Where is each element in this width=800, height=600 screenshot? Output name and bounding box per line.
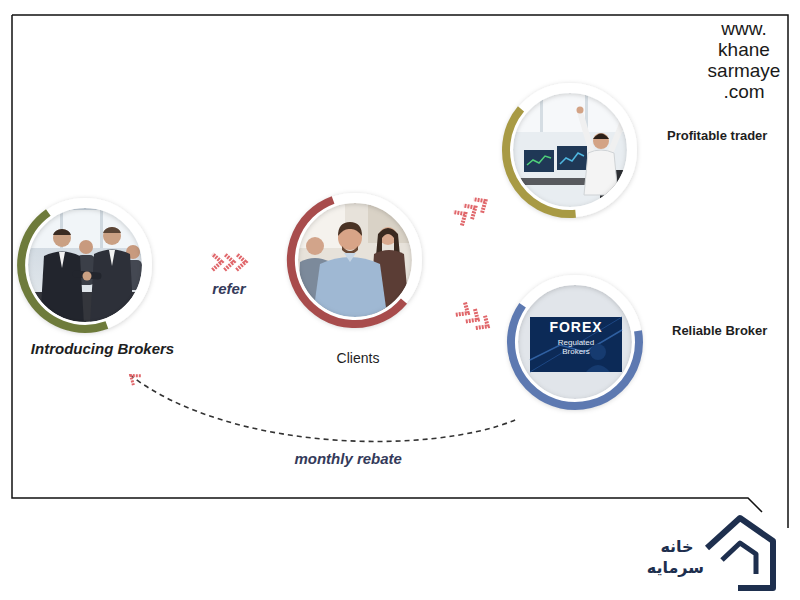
chevron bbox=[237, 254, 246, 270]
image-text: Regulated Brokers bbox=[546, 338, 606, 356]
frame bbox=[12, 15, 788, 528]
node-label: Introducing Brokers bbox=[15, 340, 190, 358]
ring-arc bbox=[506, 109, 576, 214]
circle-ring bbox=[268, 180, 448, 375]
circle-node: Reliable Broker bbox=[500, 270, 785, 420]
dashed-line bbox=[130, 375, 515, 441]
chevron bbox=[456, 301, 468, 314]
chevron bbox=[225, 254, 234, 270]
ring-arc bbox=[21, 213, 107, 329]
image-text: FOREX bbox=[536, 319, 616, 335]
logo-house bbox=[707, 518, 773, 588]
chevron bbox=[463, 206, 475, 220]
node-label: Reliable Broker bbox=[672, 323, 782, 339]
circle-node: Clients bbox=[268, 180, 448, 375]
circle-node: Introducing Brokers bbox=[15, 190, 190, 375]
ring-arc bbox=[291, 200, 404, 324]
arrow-head bbox=[131, 376, 141, 386]
dashed-connector bbox=[130, 375, 515, 441]
chevron bbox=[466, 308, 478, 321]
chevron bbox=[453, 212, 465, 226]
chevron bbox=[476, 315, 488, 328]
logo-text: خانه سرمایه bbox=[650, 536, 704, 578]
edge-label: refer bbox=[209, 280, 248, 298]
chevron-arrow bbox=[456, 301, 488, 328]
ring-arc bbox=[511, 305, 639, 406]
watermark: www. khane sarmaye .com bbox=[702, 18, 786, 102]
edge-label: monthly rebate bbox=[291, 450, 405, 468]
node-label: Profitable trader bbox=[667, 128, 783, 144]
chevron bbox=[213, 254, 222, 270]
chevron-arrow bbox=[213, 254, 246, 270]
circle-ring bbox=[500, 270, 785, 420]
chevron bbox=[474, 199, 486, 213]
chevron-arrow bbox=[453, 199, 485, 225]
node-label: Clients bbox=[268, 350, 448, 367]
